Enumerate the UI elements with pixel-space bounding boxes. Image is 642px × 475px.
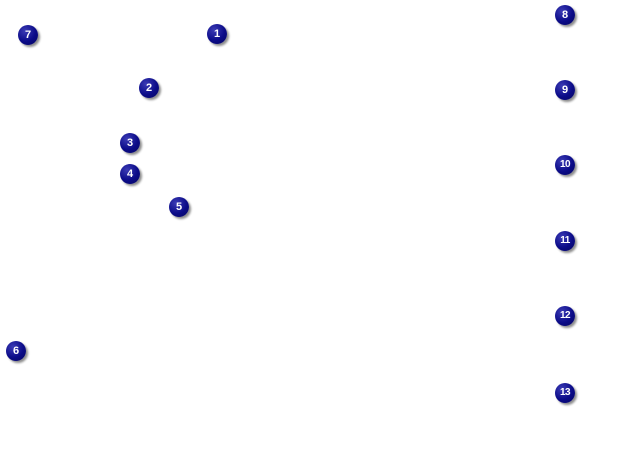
callout-badge-11: 11 <box>555 231 575 251</box>
callout-badge-9: 9 <box>555 80 575 100</box>
callout-badge-1: 1 <box>207 24 227 44</box>
callout-badge-2: 2 <box>139 78 159 98</box>
callout-badge-13: 13 <box>555 383 575 403</box>
callout-badge-6: 6 <box>6 341 26 361</box>
callout-badge-3: 3 <box>120 133 140 153</box>
callout-badge-7: 7 <box>18 25 38 45</box>
callout-badge-12: 12 <box>555 306 575 326</box>
callout-badge-5: 5 <box>169 197 189 217</box>
callout-badge-10: 10 <box>555 155 575 175</box>
callout-badge-4: 4 <box>120 164 140 184</box>
callout-badge-8: 8 <box>555 5 575 25</box>
